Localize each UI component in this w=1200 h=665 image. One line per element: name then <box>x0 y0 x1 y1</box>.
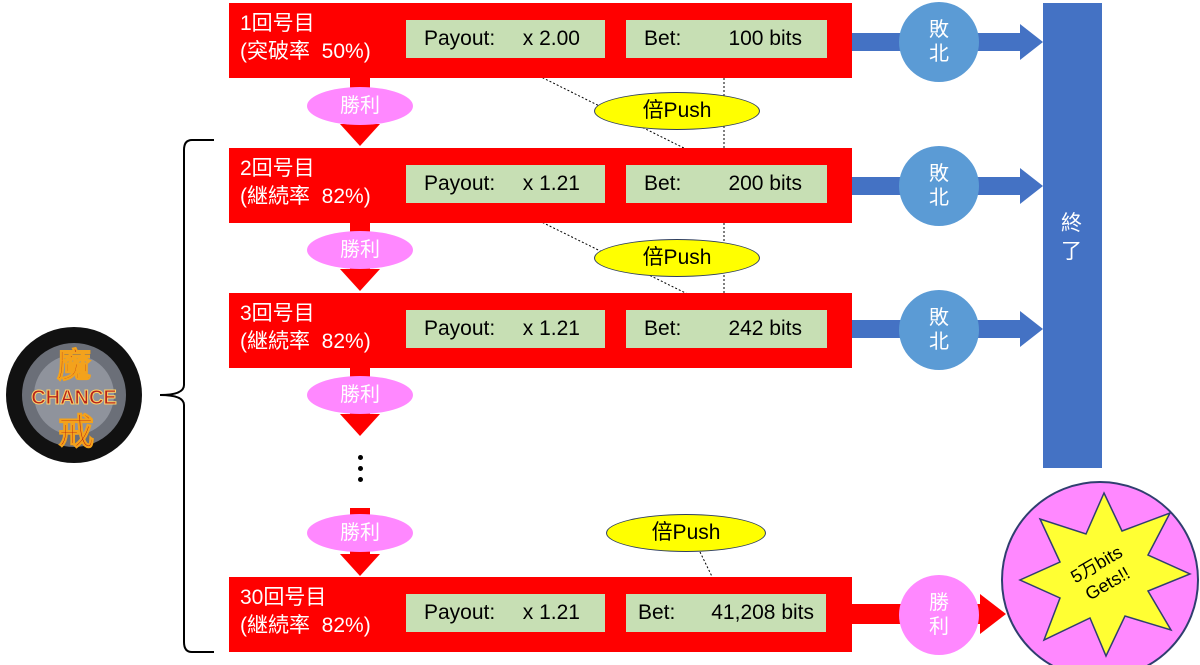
payout-box: Payout:x 1.21 <box>406 594 605 632</box>
final-win-circle: 勝利 <box>899 575 979 655</box>
loss-circle: 敗北 <box>899 2 979 82</box>
round-1: 1回号目(突破率 50%) Payout:x 2.00 Bet:100 bits <box>229 3 852 78</box>
logo-text: CHANCE <box>31 387 117 409</box>
win-ellipse: 勝利 <box>307 231 413 269</box>
round-30: 30回号目(継続率 82%) Payout:x 1.21 Bet:41,208 … <box>229 577 852 652</box>
double-push-ellipse: 倍Push <box>594 92 760 130</box>
double-push-ellipse: 倍Push <box>606 514 766 552</box>
logo-glyph-bottom: 戒 <box>58 411 94 453</box>
end-label-line1: 終 <box>1061 212 1082 235</box>
double-push-ellipse: 倍Push <box>594 239 760 277</box>
payout-box: Payout:x 1.21 <box>406 310 605 348</box>
round-2: 2回号目(継続率 82%) Payout:x 1.21 Bet:200 bits <box>229 148 852 223</box>
end-bar: 終 了 <box>1043 3 1102 468</box>
chance-logo: 魔 CHANCE 戒 <box>0 322 148 467</box>
win-ellipse: 勝利 <box>307 87 413 125</box>
win-ellipse: 勝利 <box>307 376 413 414</box>
bet-box: Bet:242 bits <box>626 310 827 348</box>
round-title: 2回号目(継続率 82%) <box>240 157 371 208</box>
bet-box: Bet:41,208 bits <box>626 594 826 632</box>
round-title: 3回号目(継続率 82%) <box>240 302 371 353</box>
ellipsis-dot <box>358 455 363 460</box>
round-3: 3回号目(継続率 82%) Payout:x 1.21 Bet:242 bits <box>229 293 852 368</box>
bet-box: Bet:100 bits <box>626 20 827 58</box>
reward-badge <box>1001 481 1199 665</box>
win-ellipse: 勝利 <box>307 514 413 552</box>
bet-box: Bet:200 bits <box>626 165 827 203</box>
loss-circle: 敗北 <box>899 146 979 226</box>
round-title: 30回号目(継続率 82%) <box>240 586 371 637</box>
ellipsis-dot <box>358 477 363 482</box>
end-label-line2: 了 <box>1061 240 1082 263</box>
group-brace <box>159 139 214 653</box>
ellipsis-dot <box>358 466 363 471</box>
payout-box: Payout:x 1.21 <box>406 165 605 203</box>
loss-circle: 敗北 <box>899 290 979 370</box>
payout-box: Payout:x 2.00 <box>406 20 605 58</box>
logo-glyph-top: 魔 <box>57 346 91 386</box>
round-title: 1回号目(突破率 50%) <box>240 12 371 63</box>
